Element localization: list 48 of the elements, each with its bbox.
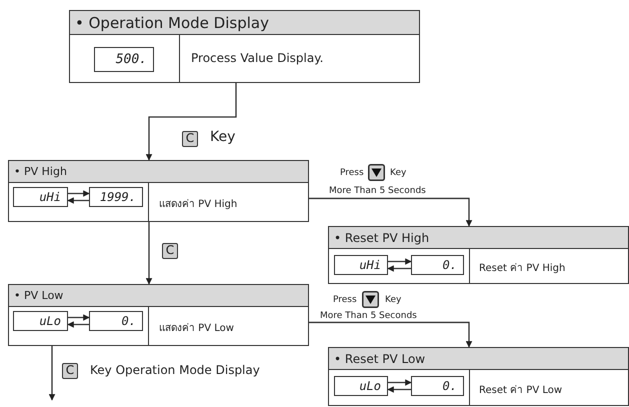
display-readout: 0. <box>411 376 464 396</box>
edge-label: Key Operation Mode Display <box>90 363 260 377</box>
display-readout: uLo <box>334 376 388 396</box>
arrow <box>67 197 89 204</box>
arrow <box>309 198 472 227</box>
key-instruction: Press <box>340 168 364 178</box>
edge-label: Key <box>210 129 236 145</box>
mode-panel <box>8 284 309 346</box>
panel-header: • Reset PV High <box>329 227 628 249</box>
panel-header: • Reset PV Low <box>329 348 628 370</box>
arrow <box>387 265 411 272</box>
key-instruction: Key <box>385 295 402 305</box>
panel-header: • PV High <box>9 161 308 183</box>
display-readout: uHi <box>13 187 68 207</box>
display-readout: uHi <box>334 255 388 275</box>
arrow <box>68 314 90 321</box>
arrow <box>68 190 90 197</box>
arrow <box>67 321 89 328</box>
description-text: Reset ค่า PV High <box>479 262 566 275</box>
mode-panel <box>69 10 420 83</box>
arrow <box>146 222 152 285</box>
arrow <box>388 379 412 386</box>
arrow <box>146 83 237 161</box>
display-readout: 500. <box>94 47 154 72</box>
edge-label: More Than 5 Seconds <box>320 311 417 321</box>
arrow <box>387 386 411 393</box>
arrow <box>388 258 412 265</box>
arrow <box>309 322 472 348</box>
display-readout: 0. <box>89 311 143 331</box>
panel-header: • PV Low <box>9 285 308 307</box>
arrow <box>48 346 56 401</box>
display-readout: 1999. <box>89 187 143 207</box>
mode-panel <box>328 226 629 284</box>
key-instruction: Press <box>333 295 357 305</box>
description-text: Reset ค่า PV Low <box>479 384 562 396</box>
edge-label: More Than 5 Seconds <box>329 186 426 196</box>
description-text: Process Value Display. <box>191 51 324 66</box>
display-readout: uLo <box>13 311 68 331</box>
key-instruction: Key <box>390 168 406 178</box>
panel-header: • Operation Mode Display <box>70 11 419 35</box>
description-text: แสดงค่า PV Low <box>159 322 234 335</box>
mode-panel <box>8 160 309 222</box>
mode-panel <box>328 347 629 406</box>
display-readout: 0. <box>411 255 464 275</box>
key-label: C <box>182 131 198 147</box>
description-text: แสดงค่า PV High <box>159 198 238 211</box>
key-label: C <box>162 243 178 259</box>
key-label: C <box>62 363 78 379</box>
